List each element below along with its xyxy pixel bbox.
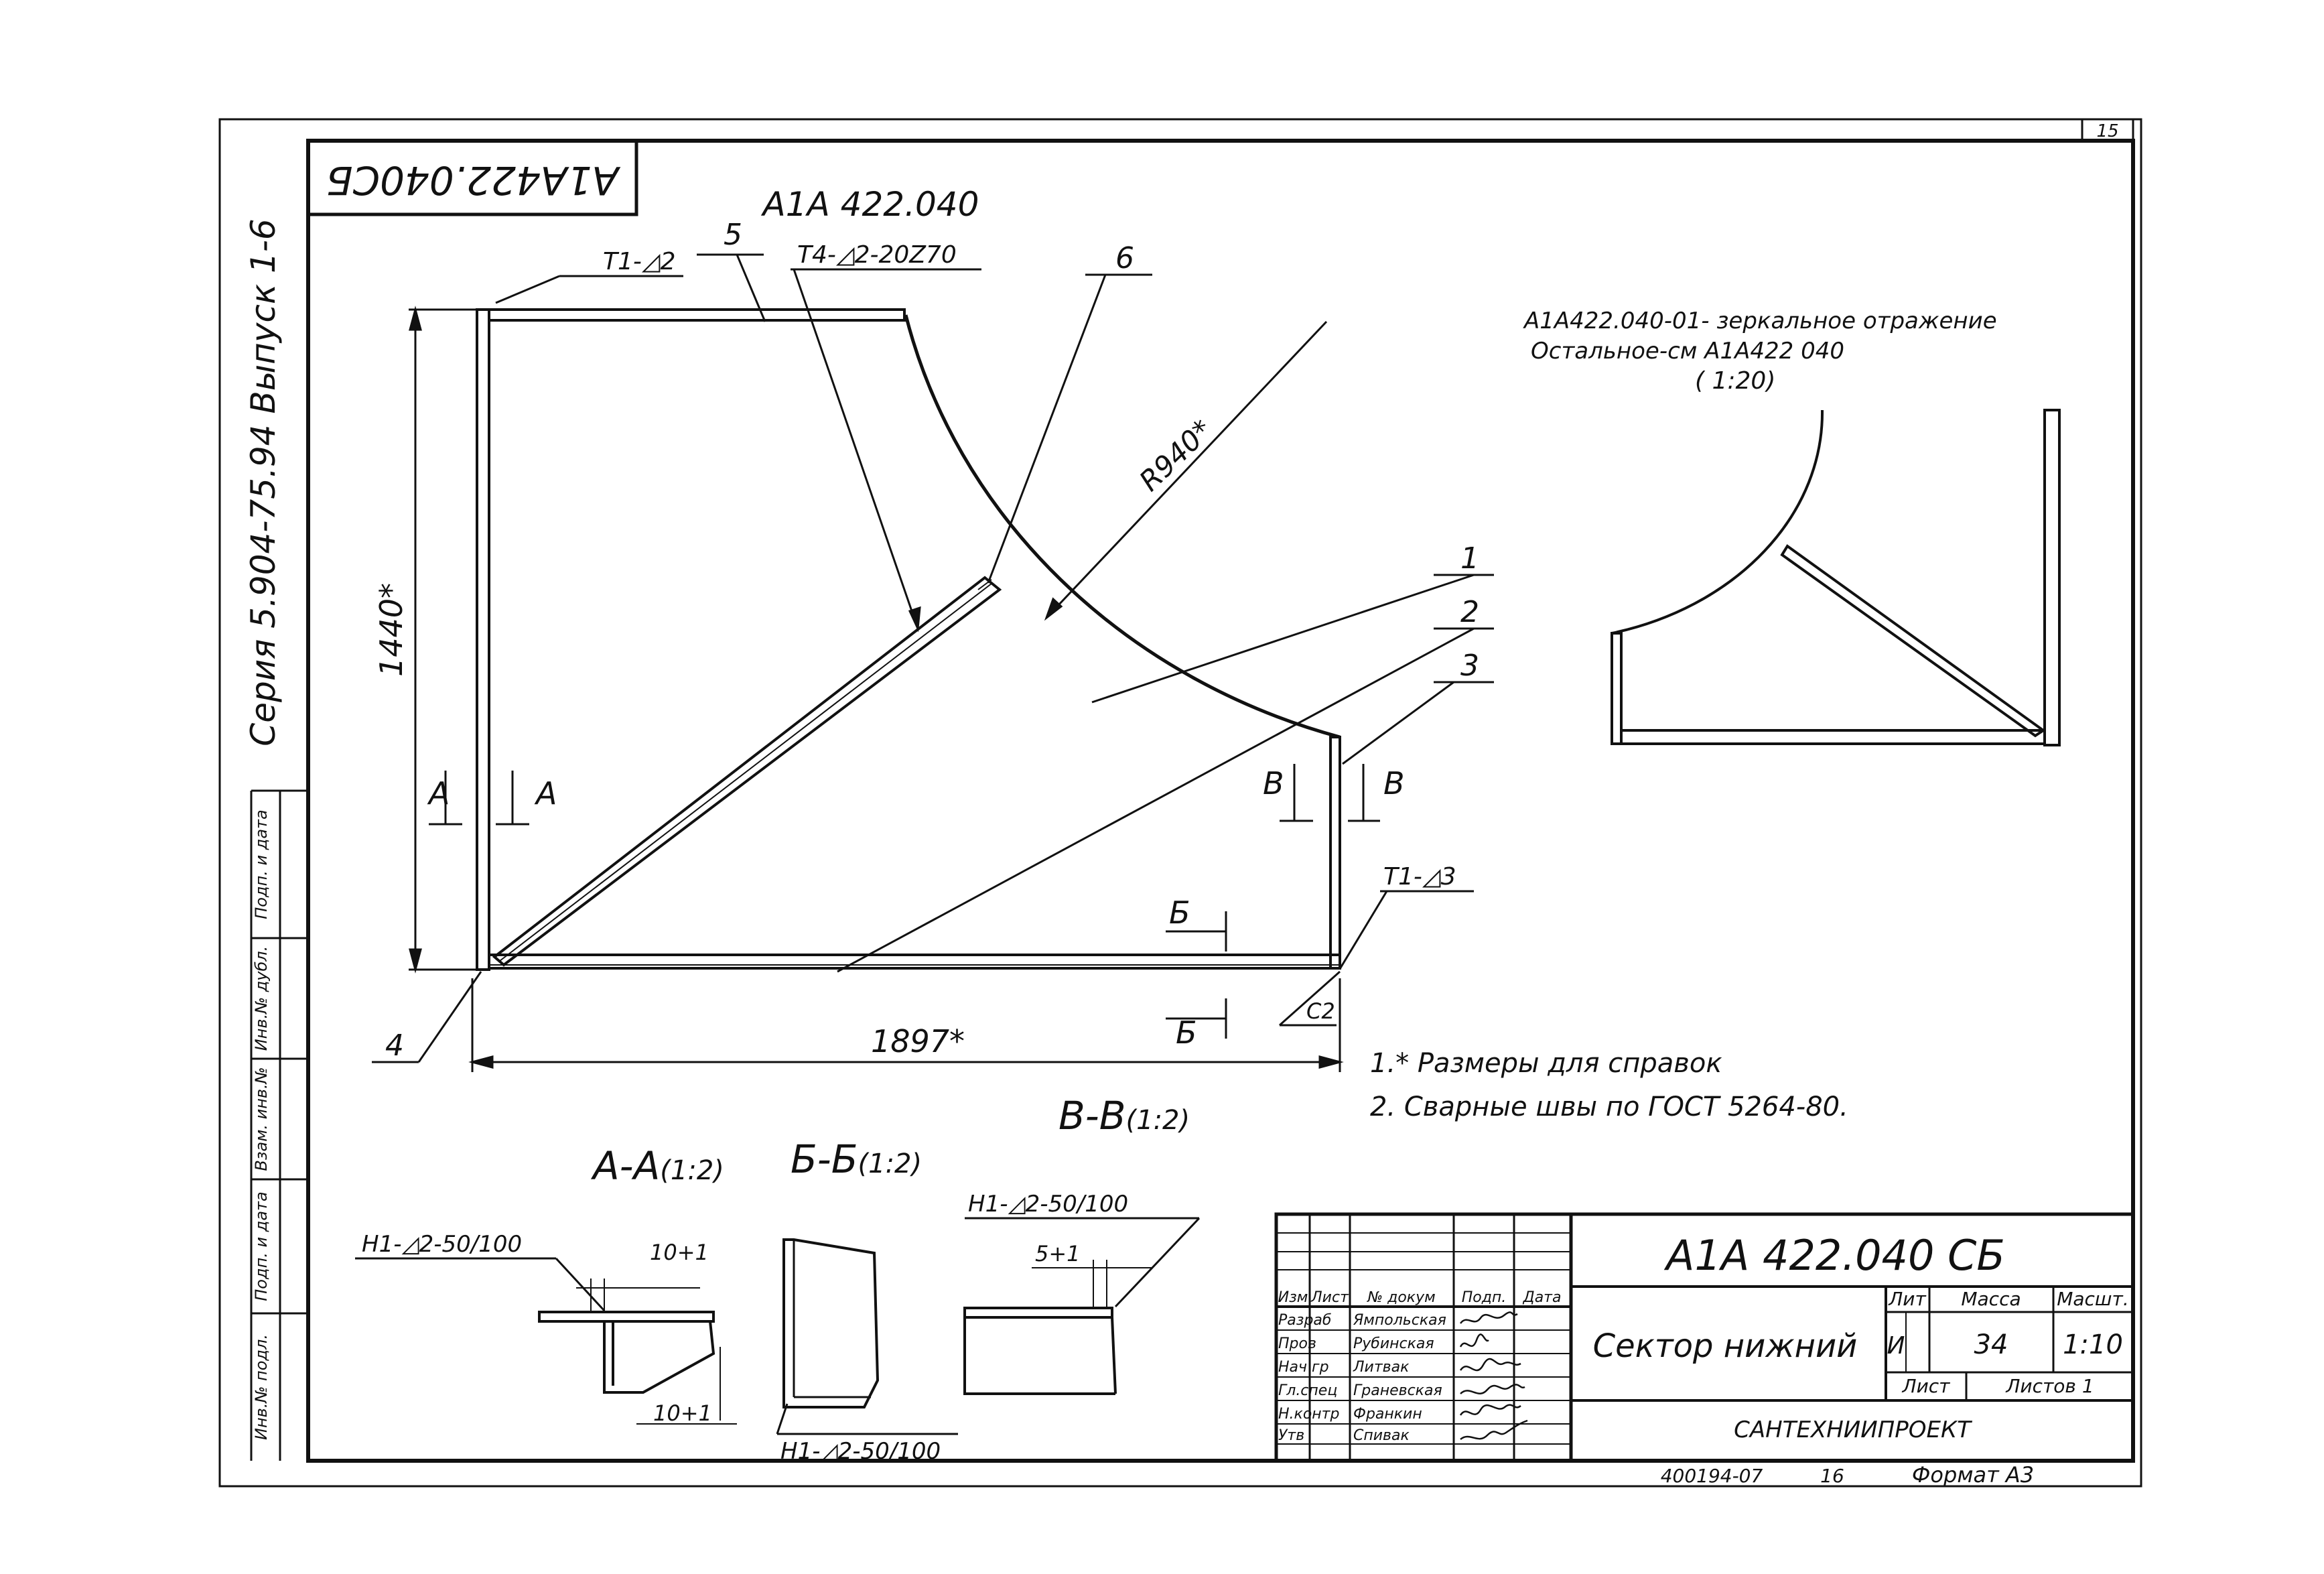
note-1: 1.* Размеры для справок (1370, 1048, 1722, 1079)
dimension-lines (409, 306, 1344, 1072)
callout-5: 5 (724, 218, 742, 252)
section-vv-title: В-В(1:2) (1058, 1093, 1190, 1138)
tb-roles: Разраб Ямпольская Пров Рубинская Нач гр … (1278, 1312, 1446, 1444)
sheet-frame (218, 118, 2142, 1488)
tb-hdr-izm: Изм (1278, 1289, 1308, 1306)
tb-person-3: Граневская (1353, 1382, 1442, 1399)
tb-designation: А1А 422.040 СБ (1663, 1231, 2005, 1280)
tb-name: Сектор нижний (1593, 1327, 1858, 1365)
tb-lit: И (1887, 1332, 1905, 1360)
tb-hdr-mass: Масса (1961, 1288, 2021, 1310)
callout-2: 2 (1460, 595, 1479, 629)
leader-lines (372, 253, 1494, 1063)
tb-person-5: Спивак (1353, 1427, 1410, 1444)
tb-role-1: Пров (1278, 1335, 1316, 1352)
side-cell-5: Инв.№ подл. (252, 1334, 271, 1440)
section-aa-view (355, 1257, 737, 1425)
tb-person-0: Ямпольская (1353, 1312, 1446, 1329)
tb-sheet-label: Лист (1902, 1375, 1951, 1397)
dim-radius: R940* (1133, 413, 1219, 498)
tb-hdr-scale: Масшт. (2057, 1288, 2129, 1310)
section-b-bottom: Б (1176, 1014, 1197, 1051)
tb-hdr-date: Дата (1523, 1289, 1562, 1306)
tb-sheets-label: Листов 1 (2005, 1375, 2094, 1397)
tb-hdr-lit: Лит (1888, 1288, 1926, 1310)
side-cell-4: Подп. и дата (252, 1191, 271, 1301)
side-strip (250, 789, 308, 1461)
callout-3: 3 (1460, 649, 1479, 683)
tb-hdr-list: Лист (1310, 1289, 1349, 1306)
tb-role-5: Утв (1278, 1427, 1304, 1444)
tb-role-2: Нач гр (1278, 1359, 1329, 1376)
section-aa-dim-bottom: 10+1 (653, 1400, 712, 1426)
mirror-note-line2: Остальное-см А1А422 040 (1531, 338, 1844, 365)
tb-hdr-sign: Подп. (1462, 1289, 1507, 1306)
tb-person-2: Литвак (1353, 1359, 1410, 1376)
section-b-top: Б (1169, 895, 1190, 931)
callout-1: 1 (1460, 541, 1479, 576)
callout-t1-2: Т1-◿2 (603, 248, 675, 275)
mirror-note-scale: ( 1:20) (1695, 367, 1775, 395)
title-block (1274, 1212, 2135, 1463)
side-cell-3: Взам. инв.№ (252, 1067, 271, 1171)
section-v-right: В (1383, 765, 1405, 801)
tb-role-3: Гл.спец (1278, 1382, 1337, 1399)
tb-person-1: Рубинская (1353, 1335, 1434, 1352)
side-cell-1: Подп. и дата (252, 809, 271, 919)
tb-role-4: Н.контр (1278, 1406, 1339, 1423)
callout-t1-3: Т1-◿3 (1383, 863, 1456, 891)
tb-hdr-doc: № докум (1367, 1289, 1435, 1306)
tb-person-4: Франкин (1353, 1406, 1422, 1423)
section-bb-view (776, 1238, 958, 1435)
doc-code-rotated: А1А422.040СБ (326, 157, 621, 203)
note-2: 2. Сварные швы по ГОСТ 5264-80. (1370, 1092, 1848, 1122)
signatures (1459, 1311, 1528, 1441)
assembly-title: А1А 422.040 (761, 185, 979, 224)
callout-4: 4 (385, 1029, 404, 1063)
section-vv-view (963, 1217, 1201, 1395)
section-aa-dim-top: 10+1 (650, 1240, 709, 1265)
section-a-right: А (534, 775, 557, 811)
footer-inv: 400194-07 (1661, 1465, 1763, 1487)
dim-width: 1897* (871, 1023, 965, 1059)
callout-c2: С2 (1306, 998, 1335, 1024)
section-v-left: В (1263, 765, 1284, 801)
section-vv-weld: Н1-◿2-50/100 (968, 1191, 1128, 1218)
section-a-left: А (427, 775, 450, 811)
main-view (476, 308, 1341, 971)
tb-mass: 34 (1974, 1329, 2008, 1360)
tb-role-0: Разраб (1278, 1312, 1331, 1329)
mirror-note-line1: А1А422.040-01- зеркальное отражение (1523, 308, 1997, 334)
dim-height: 1440* (373, 583, 409, 677)
side-series-label: Серия 5.904-75.94 Выпуск 1-6 (244, 218, 283, 746)
side-cell-2: Инв.№ дубл. (252, 946, 271, 1051)
sheet-number: 15 (2096, 121, 2118, 141)
tb-org: САНТЕХНИИПРОЕКТ (1734, 1417, 1972, 1443)
footer-format: Формат А3 (1912, 1462, 2034, 1488)
section-aa-weld: Н1-◿2-50/100 (362, 1231, 522, 1258)
mirror-view (1611, 409, 2061, 746)
section-markers (429, 764, 1380, 1039)
callout-t4: Т4-◿2-20Z70 (797, 241, 957, 269)
tb-scale: 1:10 (2063, 1329, 2123, 1360)
section-aa-title: А-А(1:2) (590, 1143, 724, 1189)
section-bb-title: Б-Б(1:2) (791, 1136, 922, 1182)
rotated-code-box (306, 139, 638, 216)
section-vv-dim: 5+1 (1035, 1241, 1081, 1266)
callout-6: 6 (1115, 241, 1134, 275)
section-bb-weld: Н1-◿2-50/100 (780, 1438, 941, 1465)
footer-page: 16 (1820, 1465, 1844, 1487)
